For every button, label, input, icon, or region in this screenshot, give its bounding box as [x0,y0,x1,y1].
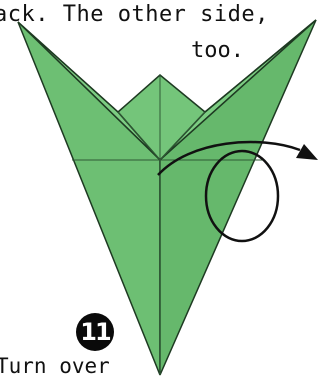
instruction-line-1: ack. The other side, [0,4,269,26]
instruction-line-2: too. [191,40,244,62]
right-wing [160,20,316,375]
step-caption: Turn over [0,356,110,377]
step-number-badge: 11 [76,313,114,351]
fold-arrowhead-icon [296,144,318,160]
